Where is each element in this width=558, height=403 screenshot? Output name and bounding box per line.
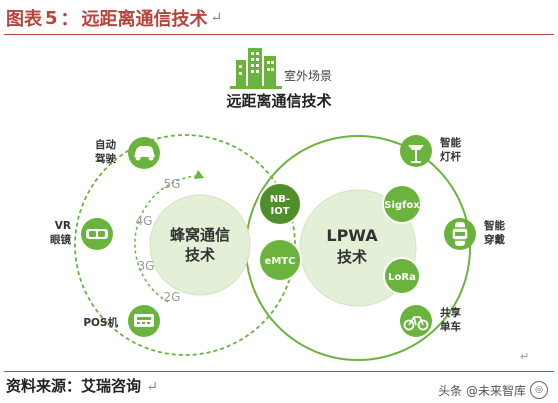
title-prefix: 图表 [6,9,42,30]
app-wearable-2: 穿戴 [484,233,505,246]
smart-streetlight-icon [400,135,432,167]
watermark-logo-icon: ◎ [530,381,548,399]
return-mark: ↵ [210,10,223,26]
generation-arc [134,175,197,303]
pos-machine-icon [128,305,160,337]
title-colon: ： [60,9,79,30]
title-number: 5 [45,7,58,29]
diagram-return-mark: ↵ [520,350,530,363]
scene-label: 室外场景 [284,68,332,83]
watermark-text: 头条 @未来智库 [438,383,526,398]
generation-2g: 2G [164,290,181,304]
nb-iot-node [258,182,302,226]
lpwa-sublabel: 技术 [337,248,367,266]
shared-bike-icon [400,305,432,337]
nb-iot-label-2: IOT [270,206,289,217]
bottom-divider [4,371,554,372]
vr-glasses-icon [81,218,113,250]
cellular-sublabel: 技术 [185,246,215,264]
lora-label: LoRa [388,272,416,283]
source-note: 资料来源：艾瑞咨询 ↵ [6,375,158,396]
self-driving-car-icon [128,137,160,169]
arc-arrow-icon [194,170,204,179]
app-vr-1: VR [55,220,71,232]
diagram-main-title: 远距离通信技术 [226,92,331,110]
generation-3g: 3G [138,259,155,273]
cellular-label: 蜂窝通信 [170,226,230,244]
app-bike-2: 单车 [440,320,461,333]
app-bike-1: 共享 [440,306,461,319]
app-self-driving-1: 自动 [95,138,116,151]
app-vr-2: 眼镜 [50,233,71,246]
building-icon [230,48,282,89]
source-return-mark: ↵ [146,379,158,395]
sigfox-node [382,184,422,224]
sigfox-label: Sigfox [384,200,420,211]
emtc-label: eMTC [265,256,296,267]
emtc-node [258,238,302,282]
lpwa-label: LPWA [326,226,378,245]
watermark: 头条 @未来智库 ◎ [438,381,548,399]
app-self-driving-2: 驾驶 [95,152,116,165]
title-text: 远距离通信技术 [81,9,208,30]
top-divider [4,34,554,35]
figure-title: 图表 5 ： 远距离通信技术 ↵ [6,4,222,32]
lora-node [383,257,421,295]
generation-5g: 5G [164,177,181,191]
cellular-core-circle [149,194,251,296]
nb-iot-label-1: NB- [270,194,290,205]
app-wearable-1: 智能 [483,219,505,232]
app-pos: POS机 [83,316,118,329]
app-streetlight-2: 灯杆 [440,150,461,163]
smart-wearable-icon [444,218,476,250]
generation-4g: 4G [136,214,153,228]
app-streetlight-1: 智能 [439,136,461,149]
source-text: 资料来源：艾瑞咨询 [6,377,142,395]
